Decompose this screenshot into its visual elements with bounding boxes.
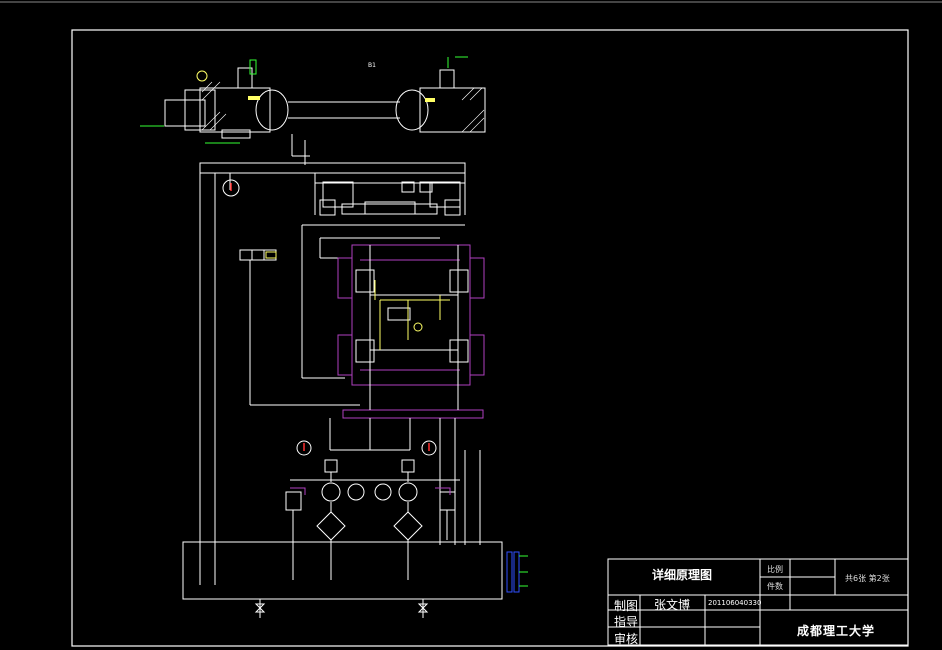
oil-tank	[182, 541, 503, 600]
pilot-lines	[301, 224, 465, 379]
tank-drain-valves	[254, 599, 429, 618]
pump-pressure-gauges	[296, 440, 437, 456]
pressure-gauge-left	[222, 179, 240, 197]
cylinder-assembly	[164, 59, 486, 165]
student-id: 201106040330	[708, 599, 762, 607]
directional-valve-left	[199, 173, 360, 585]
cartridge-valve-block	[337, 244, 485, 419]
cylinder-green-marks	[140, 56, 468, 144]
scale-label: 比例	[767, 565, 783, 574]
pump-station-lines	[285, 418, 481, 580]
drawn-by-name: 张文博	[654, 598, 691, 612]
gauge-icon-top	[196, 70, 208, 82]
tank-level-indicators	[506, 551, 528, 593]
relief-valve-magenta	[290, 487, 451, 495]
university-name: 成都理工大学	[797, 624, 876, 638]
title-block-grid	[607, 558, 909, 646]
drawn-by-label: 制图	[614, 599, 639, 613]
manifold-lines	[199, 162, 466, 585]
sheet-info: 共6张 第2张	[845, 574, 890, 583]
gauge-needles-red	[303, 443, 430, 451]
cylinder-yellow-marks	[248, 96, 435, 102]
drawing-title: 详细原理图	[652, 568, 713, 582]
pump-motors	[321, 482, 418, 502]
drawing-frame	[71, 29, 909, 647]
cartridge-internal-lines	[355, 245, 469, 410]
top-right-tag: B1	[368, 62, 376, 69]
review-label: 审核	[614, 632, 639, 646]
cartridge-yellow-lines	[374, 280, 450, 350]
guide-label: 指导	[614, 615, 639, 629]
solenoid-left	[265, 251, 277, 259]
cylinder-hatching	[201, 81, 485, 133]
count-label: 件数	[767, 582, 783, 591]
